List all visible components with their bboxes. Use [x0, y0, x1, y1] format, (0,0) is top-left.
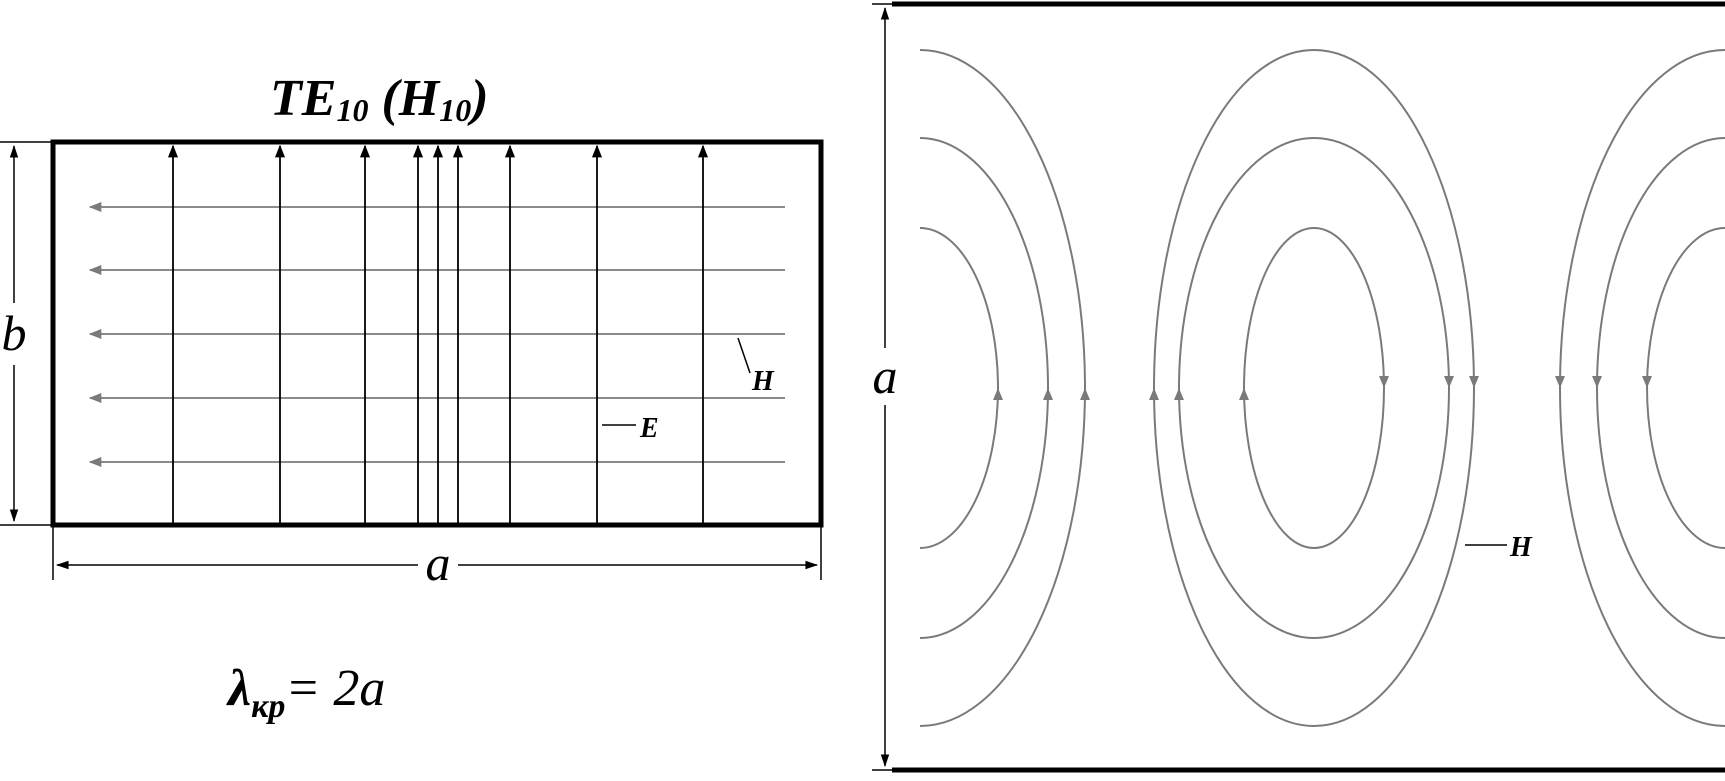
a-dimension-label: a [426, 535, 451, 591]
a-long-dimension-label: a [873, 348, 898, 404]
loop-arrow-4 [1444, 376, 1454, 388]
loop-arrow-2 [1379, 376, 1389, 388]
h-side-field-label: H [1509, 532, 1533, 563]
h-field-label: H [751, 366, 775, 397]
h-field-loops [919, 49, 1725, 727]
loop-arrow-9 [1080, 388, 1090, 400]
loop-arrow-5 [1149, 388, 1159, 400]
waveguide-cross-section [50, 139, 824, 528]
left-loop-2 [919, 137, 1049, 639]
loop-arrow-8 [1043, 388, 1053, 400]
left-loop-1 [919, 227, 999, 549]
mode-title: TE10 (H10) [270, 70, 489, 128]
center-loop-3 [1153, 49, 1475, 727]
right-loop-1 [1646, 227, 1725, 549]
right-loop-2 [1596, 137, 1725, 639]
e-field-label: E [639, 413, 659, 444]
loop-arrow-1 [1239, 388, 1249, 400]
loop-arrow-6 [1469, 376, 1479, 388]
cutoff-formula: λкр= 2a [226, 660, 385, 725]
center-loop-2 [1178, 137, 1450, 639]
right-loop-3 [1559, 49, 1725, 727]
loop-arrow-3 [1174, 388, 1184, 400]
center-loop-1 [1243, 227, 1385, 549]
loop-arrow-11 [1592, 376, 1602, 388]
loop-arrow-10 [1642, 376, 1652, 388]
loop-arrow-7 [993, 388, 1003, 400]
h-label-leader [737, 337, 751, 374]
left-loop-3 [919, 49, 1086, 727]
loop-arrow-12 [1555, 376, 1565, 388]
b-dimension-label: b [2, 305, 27, 361]
e-field-lines [167, 144, 709, 523]
